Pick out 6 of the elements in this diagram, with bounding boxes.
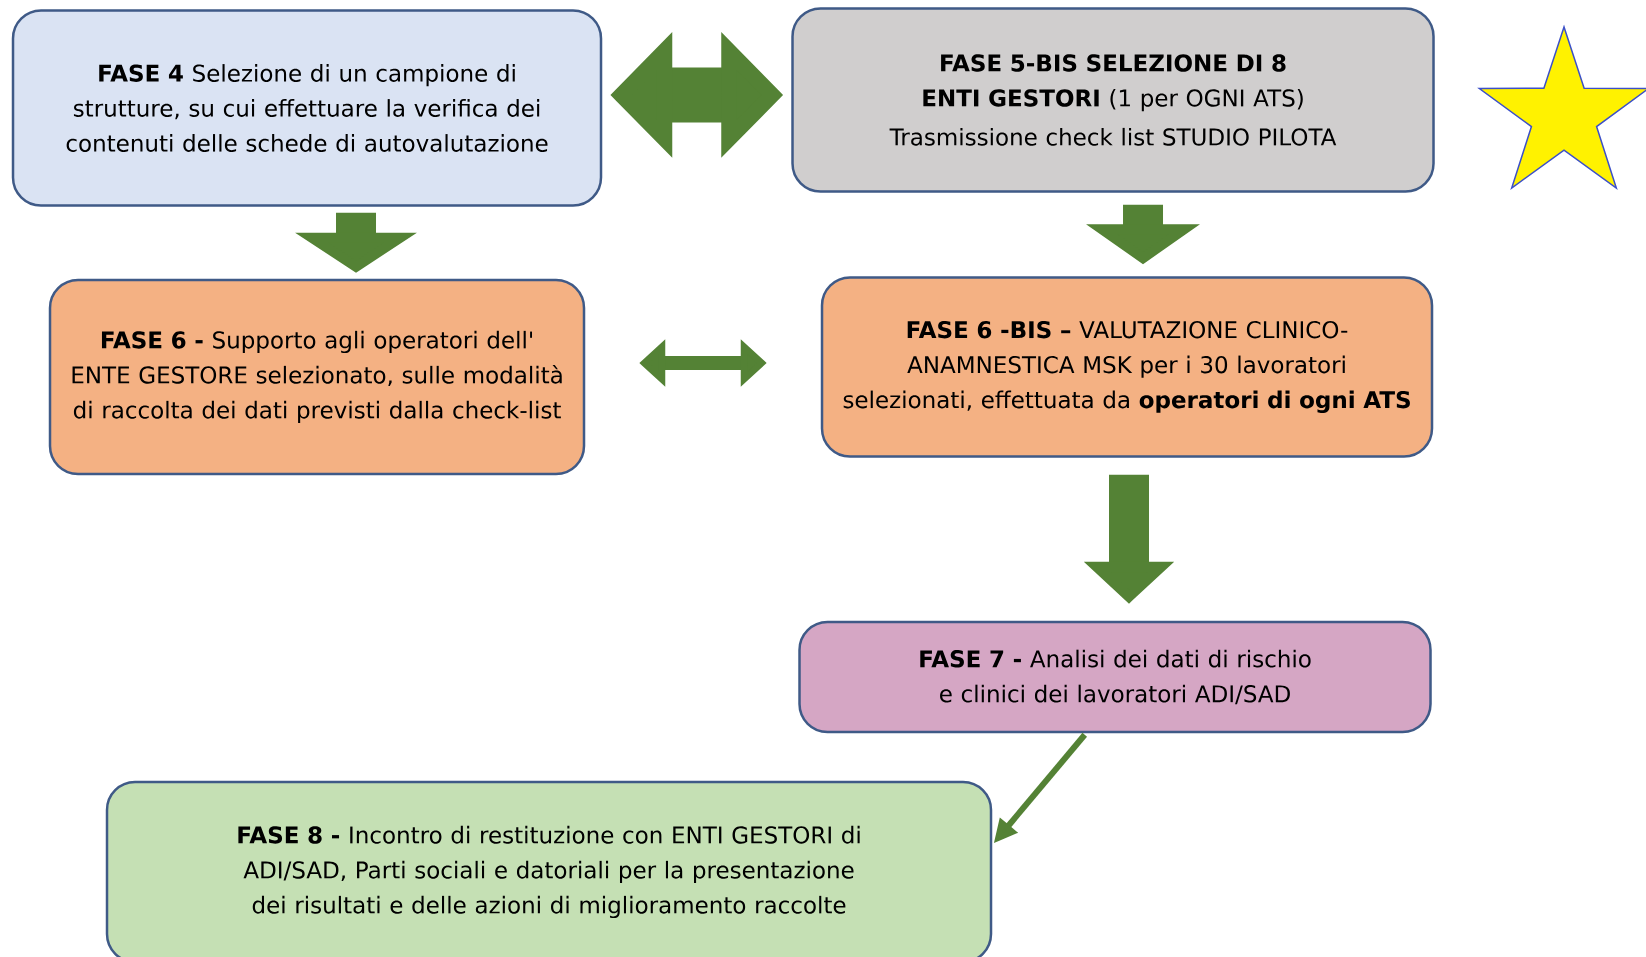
process-box: FASE 8 - Incontro di restituzione con ENTI GESTORI di ADI/SAD, Parti sociali e datoriali per la presentazione dei risultati e delle azioni di miglioramento raccolte xyxy=(105,780,993,957)
process-box: FASE 6 - Supporto agli operatori dell' ENTE GESTORE selezionato, sulle modalità di raccolta dei dati previsti dalla check-list xyxy=(48,278,586,476)
process-box: FASE 5-BIS SELEZIONE DI 8 ENTI GESTORI (1 per OGNI ATS) Trasmissione check list STUDIO PILOTA xyxy=(791,7,1435,193)
process-box: FASE 4 Selezione di un campione di strutture, su cui effettuare la verifica dei contenuti delle schede di autovalutazione xyxy=(11,9,603,207)
process-box: FASE 7 - Analisi dei dati di rischio e clinici dei lavoratori ADI/SAD xyxy=(798,620,1432,734)
process-box: FASE 6 -BIS – VALUTAZIONE CLINICO-ANAMNESTICA MSK per i 30 lavoratori selezionati, effettuata da operatori di ogni ATS xyxy=(820,276,1434,458)
